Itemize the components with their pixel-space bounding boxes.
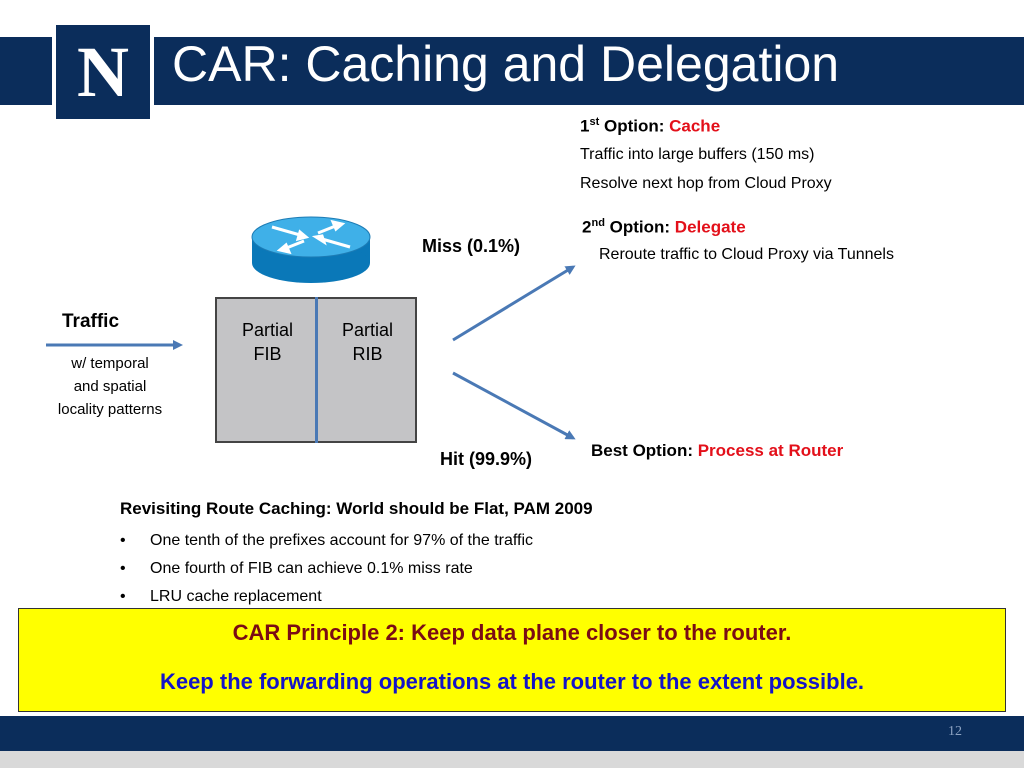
router-divider — [315, 297, 318, 443]
partial-rib-label: Partial RIB — [341, 320, 394, 364]
router-icon — [251, 216, 371, 283]
list-item: •One fourth of FIB can achieve 0.1% miss… — [120, 560, 473, 577]
first-option-line-1: Traffic into large buffers (150 ms) — [580, 146, 815, 163]
hit-label: Hit (99.9%) — [440, 449, 533, 469]
slide-title: CAR: Caching and Delegation — [172, 36, 840, 92]
miss-label: Miss (0.1%) — [422, 236, 521, 256]
best-option-heading: Best Option: Process at Router — [591, 441, 844, 460]
cache-option: Cache — [669, 116, 721, 136]
first-option-heading: 1st Option: Cache — [580, 116, 721, 136]
principle-box: CAR Principle 2: Keep data plane closer … — [18, 608, 1006, 712]
principle-line-1: CAR Principle 2: Keep data plane closer … — [232, 620, 792, 645]
university-logo: N — [52, 21, 154, 123]
traffic-description: w/ temporal and spatial locality pattern… — [57, 355, 163, 418]
revisiting-heading: Revisiting Route Caching: World should b… — [120, 499, 593, 518]
miss-arrow — [452, 265, 576, 342]
logo-letter: N — [77, 32, 129, 112]
list-item: •LRU cache replacement — [120, 588, 322, 605]
partial-fib-label: Partial FIB — [241, 320, 294, 364]
process-at-router-option: Process at Router — [697, 441, 844, 460]
traffic-label: Traffic — [62, 311, 120, 332]
list-item: •One tenth of the prefixes account for 9… — [120, 532, 534, 549]
bottom-strip — [0, 751, 1024, 768]
second-option-line: Reroute traffic to Cloud Proxy via Tunne… — [599, 246, 894, 263]
hit-arrow — [452, 371, 576, 440]
revisiting-bullet-list: •One tenth of the prefixes account for 9… — [120, 527, 533, 611]
footer-bar: 12 — [0, 716, 1024, 751]
first-option-line-2: Resolve next hop from Cloud Proxy — [580, 175, 832, 192]
page-number: 12 — [948, 724, 962, 739]
delegate-option: Delegate — [674, 217, 746, 237]
second-option-heading: 2nd Option: Delegate — [582, 217, 746, 237]
title-bar — [0, 37, 1024, 105]
principle-line-2: Keep the forwarding operations at the ro… — [159, 669, 865, 694]
